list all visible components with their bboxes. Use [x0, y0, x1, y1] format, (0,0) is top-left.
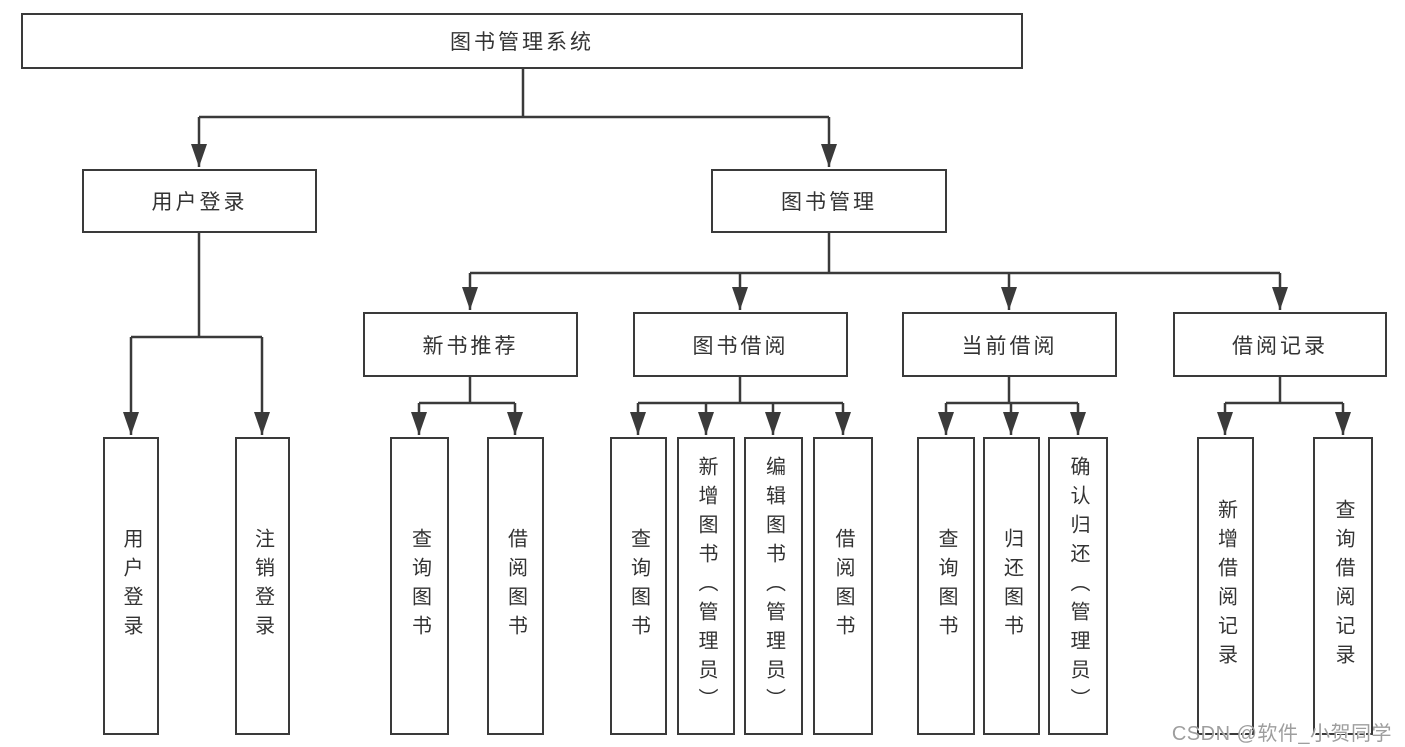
leaf-search-borrow-record: 查询借阅记录	[1313, 437, 1373, 735]
leaf-search-books-borrowing: 查询图书	[610, 437, 667, 735]
leaf-label: 查询借阅记录	[1332, 499, 1354, 673]
leaf-borrow-books-recommend: 借阅图书	[487, 437, 544, 735]
leaf-label: 查询图书	[408, 528, 431, 644]
leaf-label: 确认归还（管理员）	[1067, 455, 1089, 717]
node-borrowing-records: 借阅记录	[1173, 312, 1387, 377]
leaf-label: 归还图书	[1000, 528, 1023, 644]
leaf-label: 借阅图书	[504, 528, 527, 644]
leaf-borrow-books: 借阅图书	[813, 437, 873, 735]
leaf-label: 编辑图书（管理员）	[762, 455, 785, 717]
leaf-search-books-recommend: 查询图书	[390, 437, 449, 735]
leaf-logout: 注销登录	[235, 437, 290, 735]
leaf-confirm-return-admin: 确认归还（管理员）	[1048, 437, 1108, 735]
node-library-management-system: 图书管理系统	[21, 13, 1023, 69]
leaf-label: 查询图书	[935, 528, 957, 644]
node-user-login: 用户登录	[82, 169, 317, 233]
leaf-search-books-current: 查询图书	[917, 437, 975, 735]
node-book-management: 图书管理	[711, 169, 947, 233]
leaf-label: 查询图书	[627, 528, 650, 644]
leaf-label: 借阅图书	[832, 528, 854, 644]
csdn-watermark: CSDN @软件_小贺同学	[1171, 723, 1392, 745]
leaf-label: 注销登录	[251, 528, 274, 644]
leaf-add-borrow-record: 新增借阅记录	[1197, 437, 1254, 735]
leaf-label: 新增借阅记录	[1214, 499, 1237, 673]
leaf-add-books-admin: 新增图书（管理员）	[677, 437, 735, 735]
leaf-label: 新增图书（管理员）	[695, 455, 717, 717]
leaf-label: 用户登录	[120, 528, 142, 644]
leaf-edit-books-admin: 编辑图书（管理员）	[744, 437, 803, 735]
leaf-user-login: 用户登录	[103, 437, 159, 735]
leaf-return-books: 归还图书	[983, 437, 1040, 735]
node-new-book-recommendation: 新书推荐	[363, 312, 578, 377]
node-current-borrowing: 当前借阅	[902, 312, 1117, 377]
node-book-borrowing: 图书借阅	[633, 312, 848, 377]
